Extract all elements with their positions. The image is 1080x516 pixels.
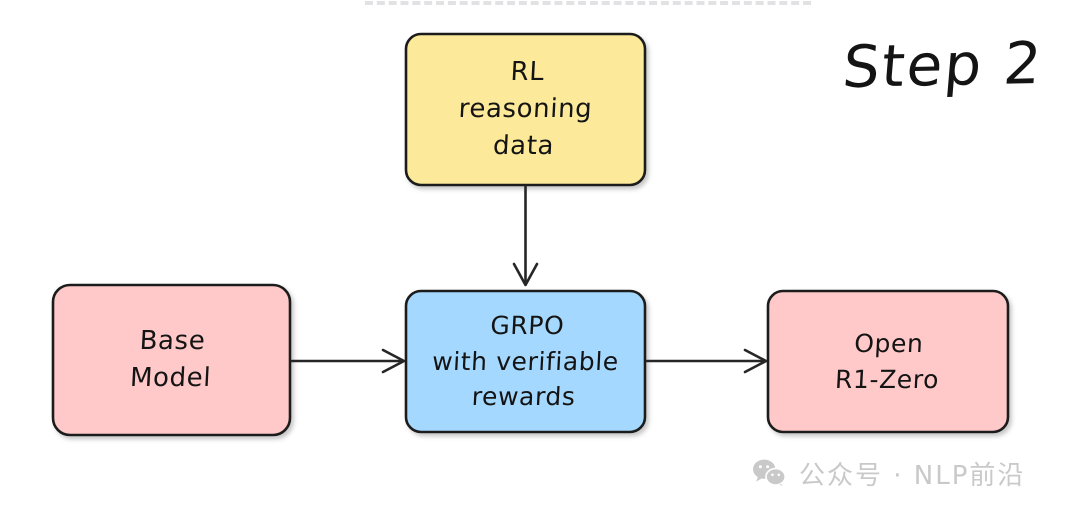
wechat-icon (753, 459, 786, 488)
top-dashed-divider (365, 1, 811, 5)
node-base-model-line-1: Base (138, 326, 207, 357)
node-rl-data-label: RL reasoning data (402, 34, 649, 185)
node-grpo-line-1: GRPO (489, 311, 566, 341)
node-grpo-line-2: with verifiable (431, 346, 620, 376)
node-rl-data-line-1: RL (509, 57, 546, 88)
node-rl-data-line-3: data (492, 130, 555, 161)
node-base-model-label: Base Model (49, 285, 294, 435)
watermark-text: 公众号 · NLP前沿 (799, 460, 1026, 491)
node-grpo-label: GRPO with verifiable rewards (402, 291, 648, 432)
watermark: 公众号 · NLP前沿 (752, 454, 1025, 492)
edge-rl-data-to-grpo (512, 184, 539, 287)
page-title: Step 2 (840, 28, 1046, 102)
node-grpo-line-3: rewards (470, 382, 577, 412)
node-open-r1-zero-line-1: Open (853, 329, 925, 358)
edge-base-model-to-grpo (290, 348, 406, 374)
node-open-r1-zero-label: Open R1-Zero (764, 291, 1011, 432)
node-rl-data-line-2: reasoning (457, 94, 594, 125)
edge-grpo-to-open-r1-zero (645, 348, 768, 374)
node-base-model-line-2: Model (129, 363, 212, 393)
node-open-r1-zero-line-2: R1-Zero (834, 364, 940, 394)
